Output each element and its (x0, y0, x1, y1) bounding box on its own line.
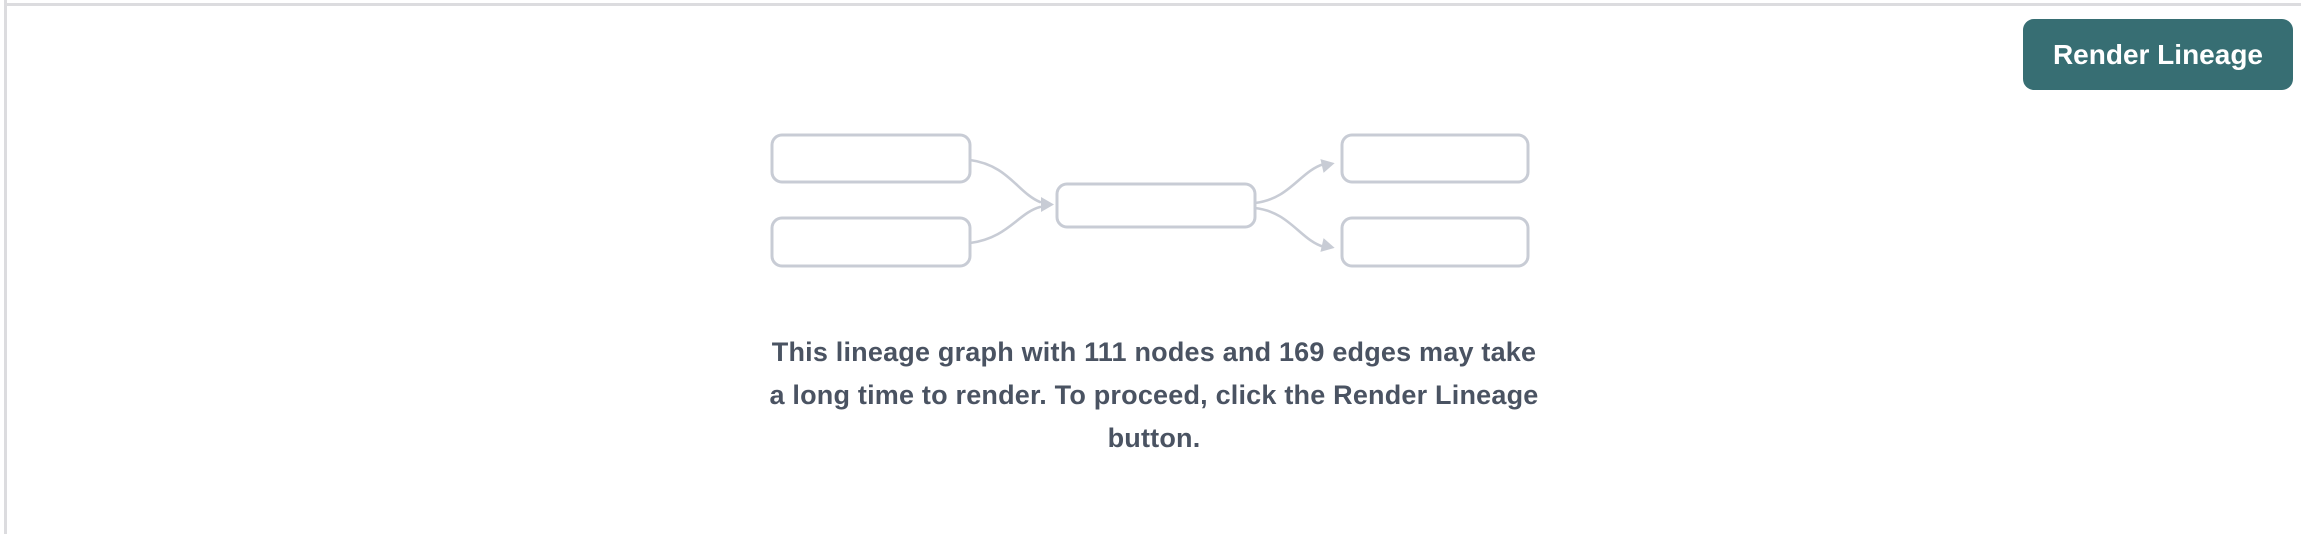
empty-state-message-line: This lineage graph with 111 nodes and 16… (771, 337, 1537, 367)
panel-left-border (4, 0, 7, 534)
placeholder-edge (968, 158, 1042, 204)
empty-state-message-line: button. (1107, 423, 1201, 453)
empty-state-message-line: a long time to render. To proceed, click… (769, 380, 1539, 410)
panel-top-border (7, 3, 2301, 6)
placeholder-node-right-bottom (1340, 216, 1530, 268)
arrowhead-icon (1320, 159, 1335, 173)
arrowhead-icon (1320, 238, 1335, 252)
placeholder-node-left-top (770, 133, 972, 184)
placeholder-node-left-bottom (770, 216, 972, 268)
placeholder-edge (968, 205, 1042, 245)
render-lineage-button[interactable]: Render Lineage (2022, 19, 2293, 90)
empty-state-message: This lineage graph with 111 nodes and 16… (0, 331, 2308, 460)
placeholder-node-right-top (1340, 133, 1530, 184)
lineage-placeholder-icon (770, 133, 1530, 268)
placeholder-edge (1253, 206, 1326, 249)
placeholder-node-middle (1055, 182, 1257, 229)
arrowhead-icon (1041, 197, 1054, 212)
placeholder-edge (1253, 162, 1326, 205)
